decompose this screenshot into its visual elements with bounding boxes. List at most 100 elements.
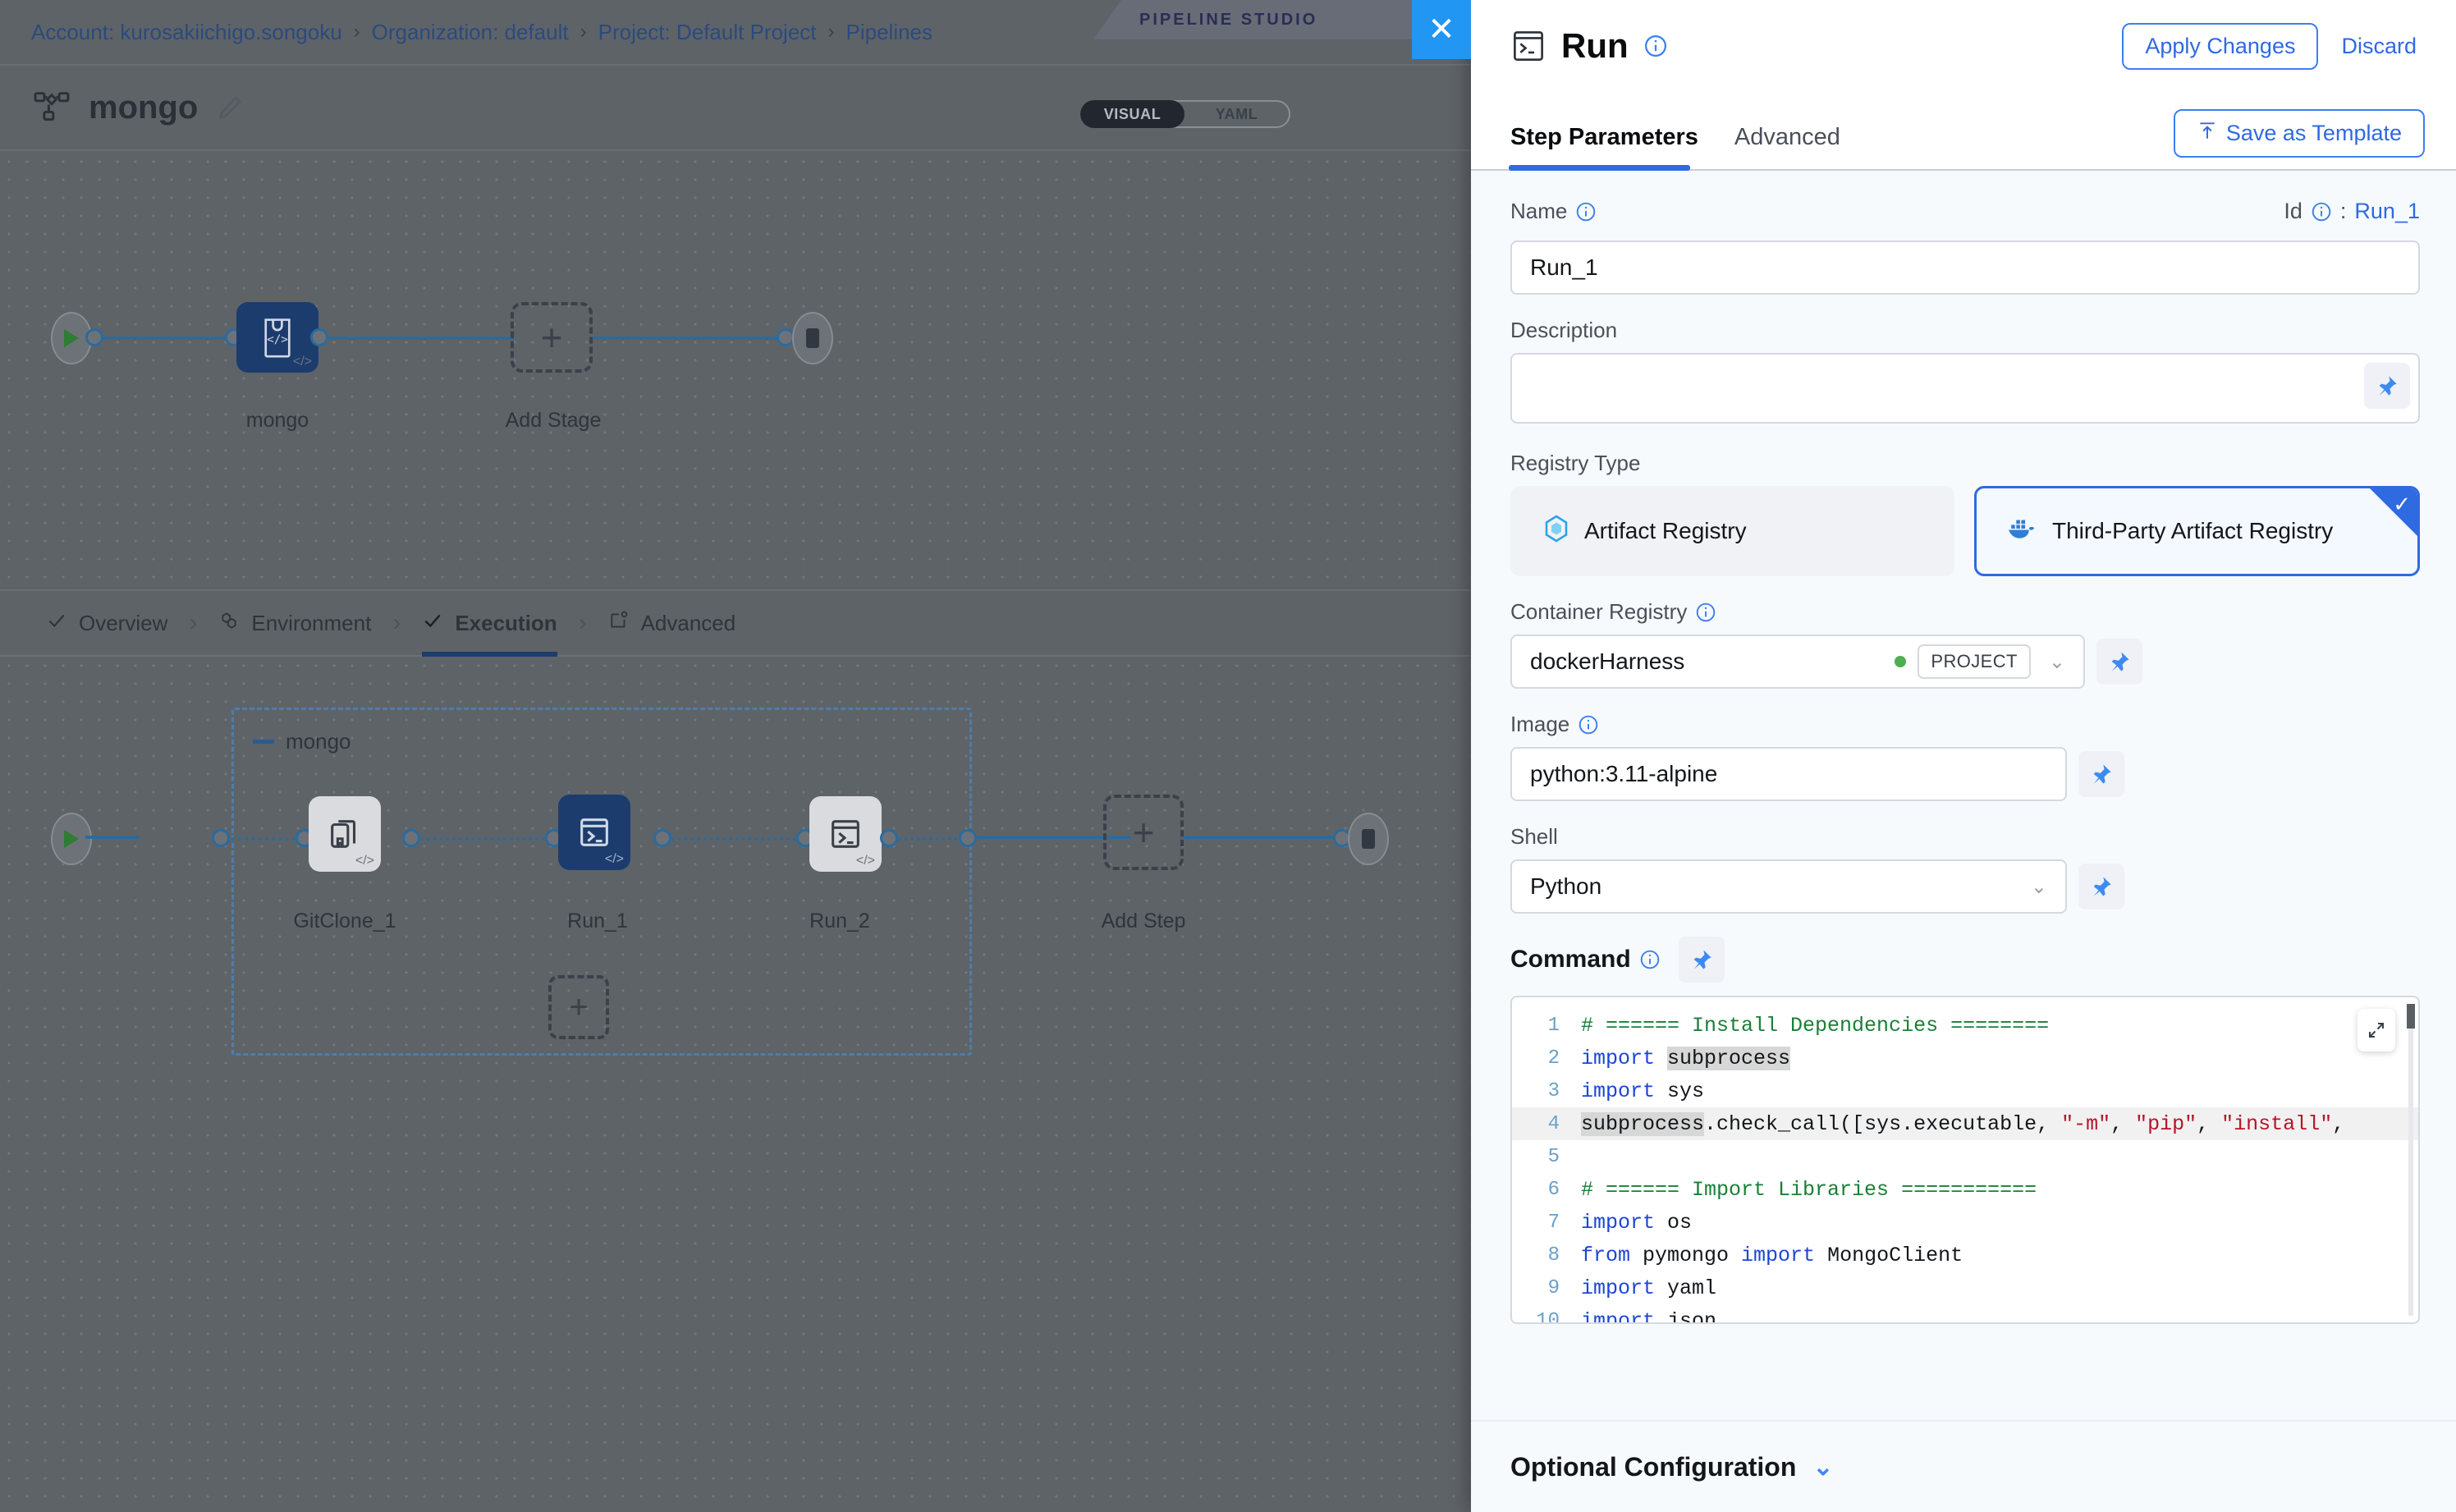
registry-option-third-party-artifact-registry[interactable]: Third-Party Artifact Registry ✓	[1974, 486, 2420, 576]
add-step-button[interactable]: +	[1103, 795, 1184, 870]
info-icon[interactable]	[2311, 201, 2332, 222]
breadcrumb-account[interactable]: Account: kurosakiichigo.songoku	[31, 19, 342, 44]
optional-configuration-label: Optional Configuration	[1510, 1451, 1797, 1482]
code-token: # ====== Install Dependencies ========	[1581, 1013, 2050, 1038]
tab-step-parameters[interactable]: Step Parameters	[1509, 124, 1711, 171]
registry-type-options: Artifact Registry Third-Party Artifact R…	[1510, 486, 2420, 576]
info-icon[interactable]	[1578, 714, 1599, 735]
code-token: json	[1667, 1308, 1717, 1324]
execution-canvas[interactable]	[0, 657, 1471, 1512]
container-registry-field: dockerHarness PROJECT ⌄	[1510, 635, 2142, 689]
edge-add-to-end	[593, 337, 785, 340]
code-token: MongoClient	[1827, 1243, 1963, 1267]
description-pin-button[interactable]	[2364, 363, 2410, 409]
pipeline-name: mongo	[89, 89, 199, 126]
edge-run1-to-run2	[671, 837, 803, 841]
info-icon[interactable]	[1639, 949, 1661, 970]
visual-yaml-toggle[interactable]: VISUAL YAML	[1080, 100, 1290, 128]
chevron-down-icon[interactable]: ⌄	[2030, 875, 2047, 898]
svg-text:</>: </>	[267, 333, 288, 346]
image-pin-button[interactable]	[2078, 751, 2124, 797]
shell-pin-button[interactable]	[2078, 864, 2124, 909]
command-code-editor[interactable]: 1 # ====== Install Dependencies ======== 2…	[1510, 996, 2420, 1324]
run2-out-port	[880, 829, 898, 847]
image-label: Image	[1510, 712, 1570, 736]
code-tag-icon: </>	[604, 852, 624, 866]
play-icon	[64, 329, 79, 347]
name-label-group: Name	[1510, 199, 1597, 224]
add-step-plus-icon[interactable]: +	[1103, 795, 1184, 870]
tab-advanced[interactable]: Advanced	[1734, 124, 1840, 150]
step-node-gitclone-1[interactable]: </>	[309, 796, 381, 872]
command-pin-button[interactable]	[1678, 937, 1725, 983]
breadcrumb-project[interactable]: Project: Default Project	[598, 19, 817, 44]
stage-tab-execution[interactable]: Execution	[422, 589, 557, 657]
code-token: sys	[1667, 1079, 1705, 1103]
optional-configuration-toggle[interactable]: Optional Configuration ⌄	[1471, 1420, 2456, 1512]
edge-stage-to-add	[327, 337, 514, 340]
stage-tab-advanced[interactable]: Advanced	[608, 589, 735, 657]
drawer-header: Run Apply Changes Discard	[1471, 0, 2456, 92]
code-token: "-m"	[2061, 1111, 2111, 1136]
container-registry-pin-button[interactable]	[2096, 639, 2142, 685]
step-group-header[interactable]: mongo	[253, 729, 351, 754]
stage-canvas[interactable]	[0, 153, 1471, 589]
container-registry-select[interactable]: dockerHarness PROJECT ⌄	[1510, 635, 2085, 689]
code-line[interactable]: 6# ====== Import Libraries ===========	[1512, 1173, 2418, 1206]
toggle-yaml[interactable]: YAML	[1215, 105, 1258, 122]
breadcrumb-pipelines[interactable]: Pipelines	[845, 19, 933, 44]
collapse-dash-icon[interactable]	[253, 740, 274, 744]
code-line[interactable]: 1 # ====== Install Dependencies ========	[1512, 1009, 2418, 1042]
stage-tab-overview[interactable]: Overview	[46, 589, 167, 657]
step-node-run-2[interactable]: </>	[809, 796, 882, 872]
description-textarea[interactable]	[1510, 353, 2420, 424]
edit-pencil-icon[interactable]	[216, 94, 244, 121]
name-input[interactable]	[1510, 241, 2420, 295]
close-panel-button[interactable]: ✕	[1412, 0, 1471, 59]
chevron-down-icon[interactable]: ⌄	[1812, 1453, 1834, 1481]
code-line[interactable]: 10 import json	[1512, 1304, 2418, 1324]
line-number: 10	[1536, 1309, 1560, 1324]
stage-tab-environment[interactable]: Environment	[218, 589, 371, 657]
stage-node-mongo[interactable]: </> </>	[236, 302, 318, 373]
registry-option-artifact-registry[interactable]: Artifact Registry	[1510, 486, 1954, 576]
discard-button[interactable]: Discard	[2341, 33, 2417, 58]
code-line[interactable]: 5	[1512, 1140, 2418, 1173]
editor-expand-icon[interactable]	[2357, 1009, 2395, 1052]
code-token: import	[1581, 1308, 1668, 1324]
info-icon[interactable]	[1643, 34, 1668, 58]
save-as-template-button[interactable]: Save as Template	[2173, 109, 2425, 158]
drawer-body: Name Id : Run_1	[1471, 171, 2456, 1420]
add-stage-plus-icon[interactable]: +	[511, 302, 593, 373]
image-input[interactable]	[1510, 747, 2067, 801]
chevron-down-icon[interactable]: ⌄	[2048, 650, 2065, 673]
editor-scrollbar-thumb[interactable]	[2407, 1004, 2415, 1029]
image-label-group: Image	[1510, 712, 2420, 737]
stop-icon	[1362, 829, 1375, 849]
registry-option-label: Artifact Registry	[1584, 518, 1747, 543]
code-token: import	[1581, 1210, 1668, 1235]
code-token: # ====== Import Libraries ===========	[1581, 1177, 2037, 1202]
add-parallel-step-button[interactable]: +	[548, 975, 609, 1039]
line-number: 1	[1547, 1014, 1560, 1037]
code-token: ,	[2197, 1111, 2222, 1136]
apply-changes-button[interactable]: Apply Changes	[2122, 22, 2319, 70]
add-stage-button[interactable]: +	[511, 302, 593, 373]
group-out-port	[959, 829, 977, 847]
info-icon[interactable]	[1695, 602, 1716, 623]
toggle-visual[interactable]: VISUAL	[1080, 100, 1184, 128]
code-lines[interactable]: 1 # ====== Install Dependencies ======== 2…	[1512, 1009, 2418, 1324]
gitclone-out-port	[402, 829, 420, 847]
step-node-run-1[interactable]: </>	[558, 795, 630, 870]
info-icon[interactable]	[1575, 201, 1597, 222]
shell-select[interactable]: Python ⌄	[1510, 859, 2067, 914]
editor-scrollbar-track[interactable]	[2408, 1004, 2413, 1316]
id-separator: :	[2339, 199, 2347, 223]
breadcrumb-organization[interactable]: Organization: default	[371, 19, 569, 44]
